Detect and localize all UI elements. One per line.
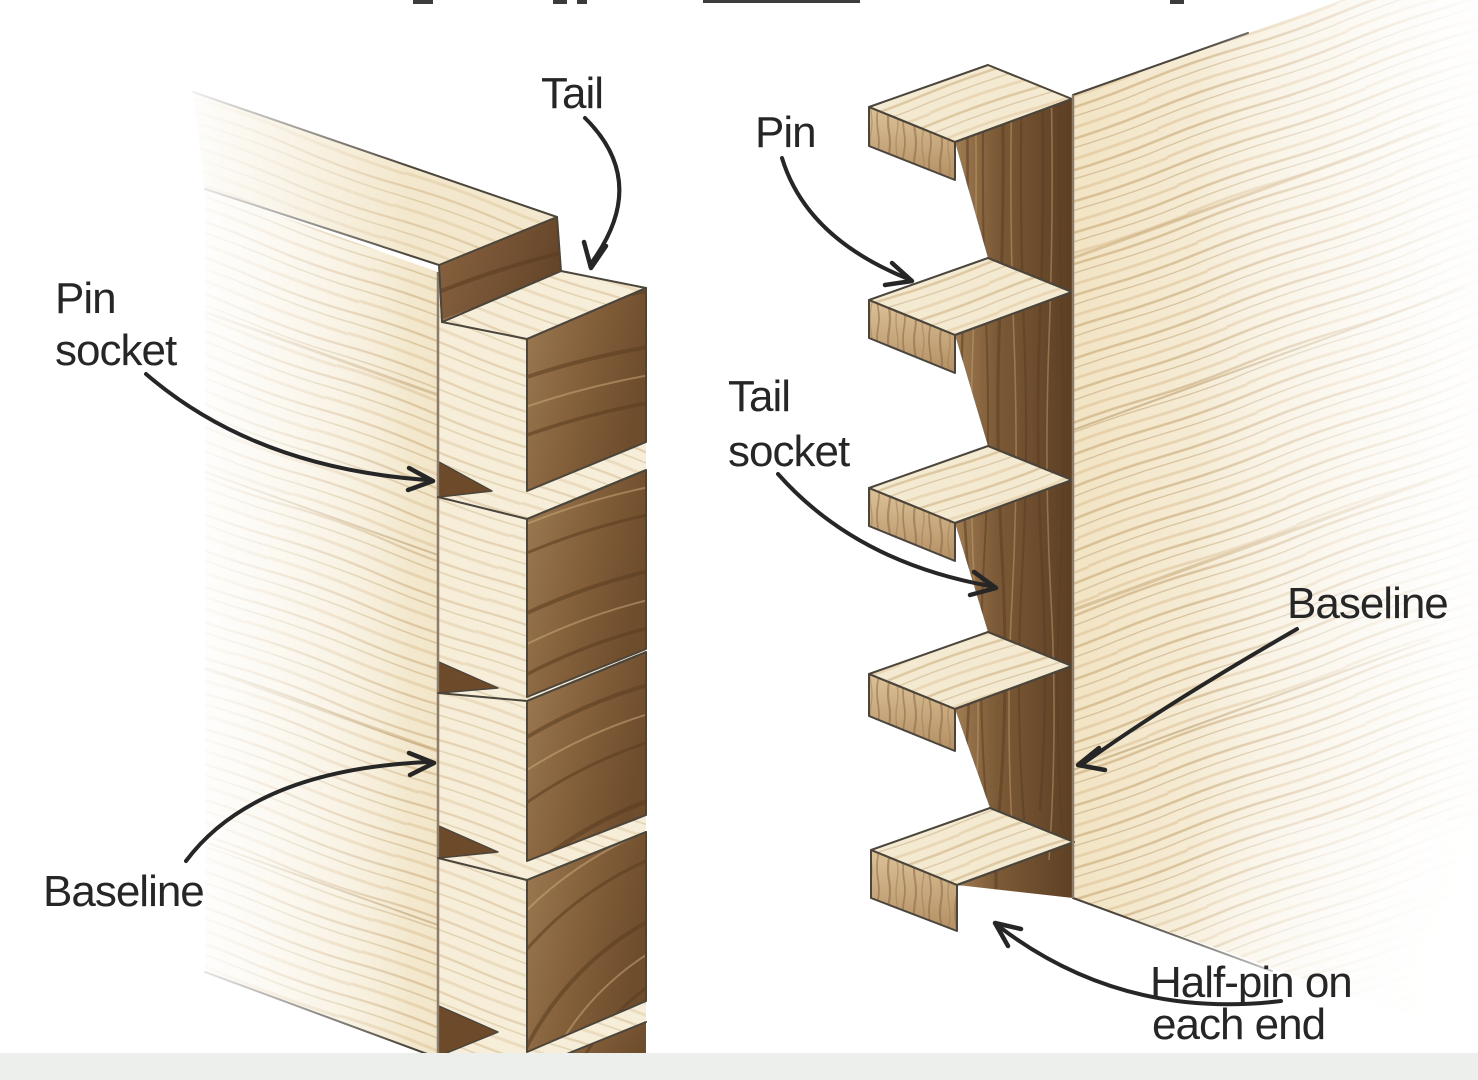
pin-socket-arrow — [144, 372, 436, 493]
callout-arrows — [144, 116, 1299, 1007]
tail-arrow — [581, 116, 622, 271]
label-half-pin-line2: each end — [1152, 1000, 1325, 1049]
tail-board-illustration — [180, 60, 647, 1080]
pin — [868, 445, 1073, 562]
label-baseline-right: Baseline — [1287, 579, 1448, 628]
label-tail: Tail — [541, 69, 603, 118]
tail-socket-arrow — [776, 472, 999, 598]
baseline-left-arrow — [184, 750, 437, 863]
pin — [868, 257, 1073, 374]
socket-outlines — [954, 98, 1075, 886]
label-pin-socket-line2: socket — [55, 326, 177, 375]
bottom-right-vignette — [1073, 820, 1478, 1080]
pin-arrow — [780, 156, 915, 288]
callout-labels: Tail Pin socket Baseline Pin Tail socket… — [43, 69, 1449, 1049]
pins — [868, 64, 1075, 932]
label-half-pin-line1: Half-pin on — [1150, 958, 1352, 1007]
left-vignette-fade — [180, 60, 410, 1080]
pin — [868, 631, 1073, 752]
label-pin-socket-line1: Pin — [55, 274, 116, 323]
half-pin-arrow — [992, 920, 1283, 1007]
label-baseline-left: Baseline — [43, 867, 204, 916]
label-pin: Pin — [755, 108, 816, 157]
label-tail-socket-line1: Tail — [728, 372, 790, 421]
cropped-title-fragments — [413, 0, 1184, 4]
baseline-right-arrow — [1075, 627, 1299, 773]
half-pin — [870, 807, 1075, 932]
bottom-page-edge — [0, 1053, 1478, 1080]
label-tail-socket-line2: socket — [728, 427, 850, 476]
pin — [868, 64, 1073, 181]
pin-board-illustration — [868, 0, 1478, 1080]
